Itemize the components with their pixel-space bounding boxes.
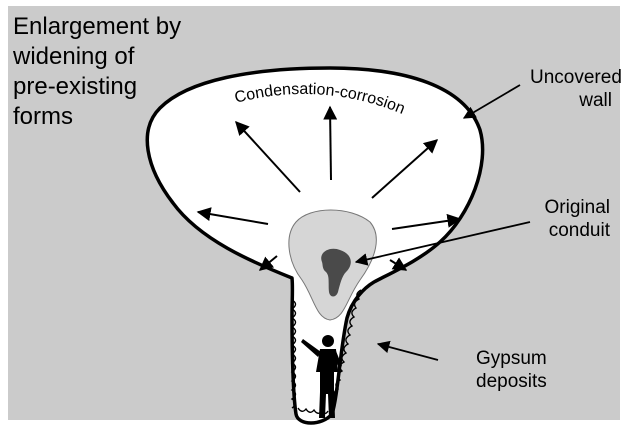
title-label: Enlargement by widening of pre-existing …: [13, 12, 243, 132]
original-conduit-label: Original conduit: [536, 196, 610, 242]
gypsum-deposits-label: Gypsum deposits: [476, 347, 586, 393]
arrow-enlarge-top: [330, 107, 331, 180]
uncovered-wall-label: Uncovered wall: [530, 66, 612, 112]
